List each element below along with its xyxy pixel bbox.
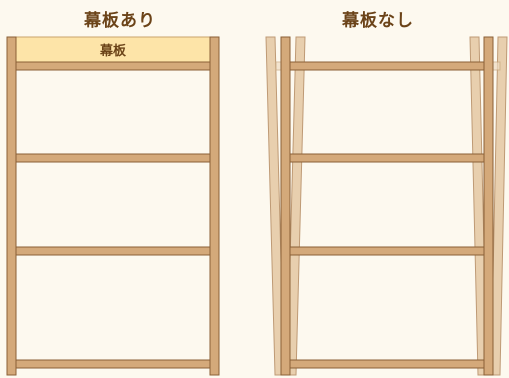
- shelf-board: [289, 246, 485, 256]
- back-panel-label: 幕板: [99, 43, 127, 59]
- shelf-board: [15, 61, 211, 71]
- right-post: [209, 36, 220, 376]
- shelf-board: [15, 359, 211, 369]
- shelf-board: [289, 359, 485, 369]
- right-diagram-title: 幕板なし: [342, 11, 414, 31]
- shelf-without-panel: [265, 36, 508, 376]
- left-post: [280, 36, 291, 376]
- shelf-board: [15, 153, 211, 163]
- back-panel: [15, 36, 211, 63]
- right-post: [483, 36, 494, 376]
- shelf-board: [289, 61, 485, 71]
- shelf-board: [289, 153, 485, 163]
- left-diagram-title: 幕板あり: [84, 11, 156, 31]
- shelf-board: [15, 246, 211, 256]
- left-post: [6, 36, 17, 376]
- shelf-with-panel: 幕板: [6, 36, 220, 376]
